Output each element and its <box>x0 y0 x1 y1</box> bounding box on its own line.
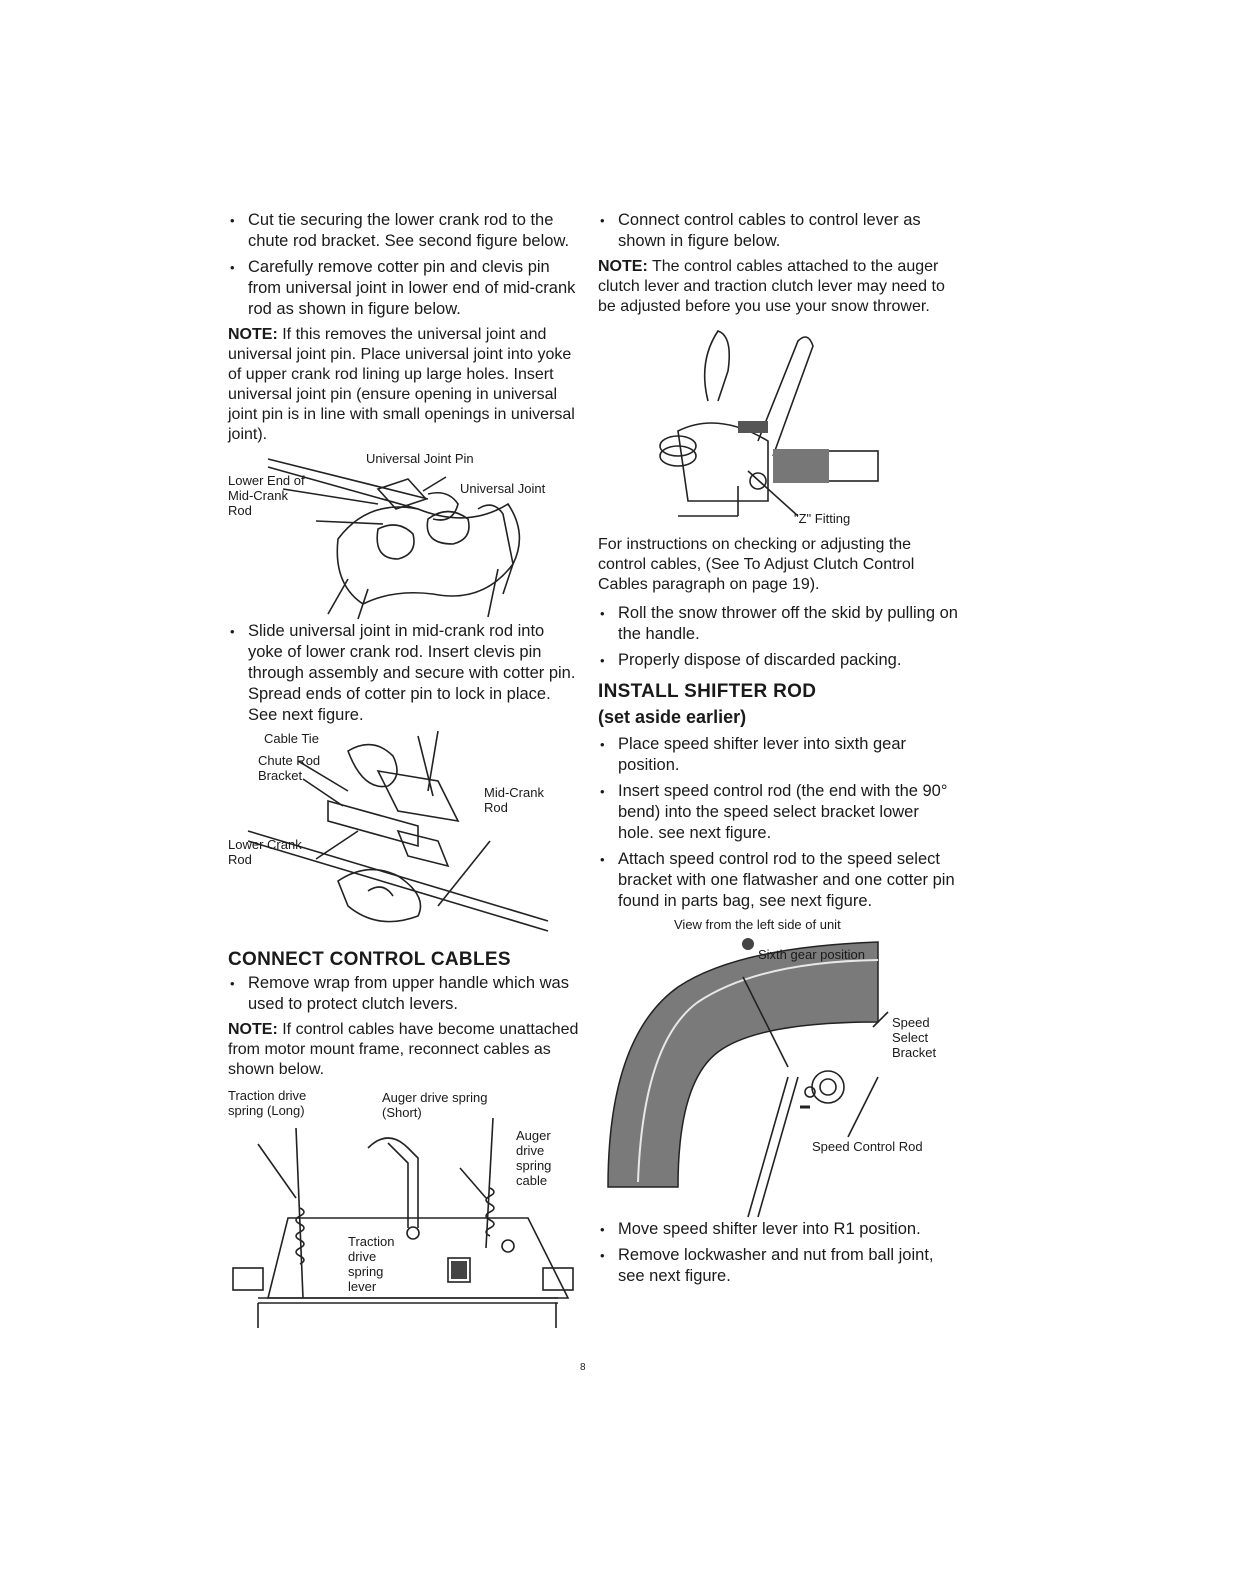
label-traction-drive-spring: Traction drive spring (Long) <box>228 1088 307 1118</box>
label-auger-drive-spring: Auger drive spring (Short) <box>382 1090 488 1120</box>
bullet-list-slide-joint: Slide universal joint in mid-crank rod i… <box>228 621 580 726</box>
figure-z-fitting: "Z" Fitting <box>598 321 958 531</box>
label-z-fitting: "Z" Fitting <box>794 511 851 526</box>
bullet-list-remove-wrap: Remove wrap from upper handle which was … <box>228 973 580 1015</box>
bullet-list-shifter-steps: Place speed shifter lever into sixth gea… <box>598 734 958 912</box>
section-title-connect-control-cables: CONNECT CONTROL CABLES <box>228 949 511 970</box>
cable-tie-illustration <box>247 731 549 932</box>
right-column: Connect control cables to control lever … <box>598 210 958 1292</box>
figure-cable-tie: Cable Tie Chute Rod Bracket Mid-Crank Ro… <box>228 731 580 939</box>
label-universal-joint: Universal Joint <box>460 481 546 496</box>
label-universal-joint-pin: Universal Joint Pin <box>366 451 474 466</box>
figure-universal-joint: Universal Joint Pin Lower End of Mid-Cra… <box>228 449 580 621</box>
label-lower-end-mid-crank-rod: Lower End of Mid-Crank Rod <box>228 473 305 518</box>
note-label: NOTE: <box>598 258 648 275</box>
note-text: The control cables attached to the auger… <box>598 258 945 315</box>
list-item: Carefully remove cotter pin and clevis p… <box>228 257 580 320</box>
label-speed-control-rod: Speed Control Rod <box>812 1139 923 1154</box>
list-item: Place speed shifter lever into sixth gea… <box>598 734 958 776</box>
figure-speed-select-bracket: View from the left side of unit Sixth ge… <box>598 917 958 1219</box>
bullet-list-cut-tie: Cut tie securing the lower crank rod to … <box>228 210 580 320</box>
label-auger-drive-spring-cable: Auger drive spring cable <box>516 1128 552 1188</box>
label-chute-rod-bracket: Chute Rod Bracket <box>258 753 321 783</box>
left-column: Cut tie securing the lower crank rod to … <box>228 210 580 1328</box>
label-lower-crank-rod: Lower Crank Rod <box>228 837 302 867</box>
bullet-list-roll-off: Roll the snow thrower off the skid by pu… <box>598 603 958 671</box>
list-item: Remove lockwasher and nut from ball join… <box>598 1245 958 1287</box>
note-text: If this removes the universal joint and … <box>228 326 575 443</box>
z-fitting-illustration <box>659 330 879 517</box>
section-subtitle: (set aside earlier) <box>598 707 747 727</box>
list-item: Attach speed control rod to the speed se… <box>598 849 958 912</box>
list-item: Move speed shifter lever into R1 positio… <box>598 1219 958 1240</box>
bullet-list-connect-cables: Connect control cables to control lever … <box>598 210 958 252</box>
page-number: 8 <box>580 1362 586 1373</box>
universal-joint-illustration <box>267 458 521 620</box>
list-item: Insert speed control rod (the end with t… <box>598 781 958 844</box>
note-adjust-cables: NOTE: The control cables attached to the… <box>598 257 958 317</box>
section-title-install-shifter-rod: INSTALL SHIFTER ROD <box>598 681 817 702</box>
list-item: Cut tie securing the lower crank rod to … <box>228 210 580 252</box>
list-item: Properly dispose of discarded packing. <box>598 650 958 671</box>
list-item: Remove wrap from upper handle which was … <box>228 973 580 1015</box>
label-traction-drive-spring-lever: Traction drive spring lever <box>348 1234 395 1294</box>
note-label: NOTE: <box>228 326 278 343</box>
note-reconnect-cables: NOTE: If control cables have become unat… <box>228 1020 580 1080</box>
note-text: If control cables have become unattached… <box>228 1021 579 1078</box>
paragraph-adjust-instructions: For instructions on checking or adjustin… <box>598 536 915 593</box>
label-mid-crank-rod: Mid-Crank Rod <box>484 785 544 815</box>
label-speed-select-bracket: Speed Select Bracket <box>892 1015 937 1060</box>
bullet-list-r1-steps: Move speed shifter lever into R1 positio… <box>598 1219 958 1287</box>
list-item: Connect control cables to control lever … <box>598 210 958 252</box>
speed-select-bracket-illustration <box>607 938 889 1218</box>
note-label: NOTE: <box>228 1021 278 1038</box>
list-item: Roll the snow thrower off the skid by pu… <box>598 603 958 645</box>
label-cable-tie: Cable Tie <box>264 731 319 746</box>
label-sixth-gear-position: Sixth gear position <box>758 947 865 962</box>
label-view-left-side: View from the left side of unit <box>674 917 841 932</box>
drive-springs-illustration <box>232 1117 574 1328</box>
note-universal-joint: NOTE: If this removes the universal join… <box>228 325 580 445</box>
list-item: Slide universal joint in mid-crank rod i… <box>228 621 580 726</box>
figure-drive-springs: Traction drive spring (Long) Auger drive… <box>228 1088 580 1328</box>
